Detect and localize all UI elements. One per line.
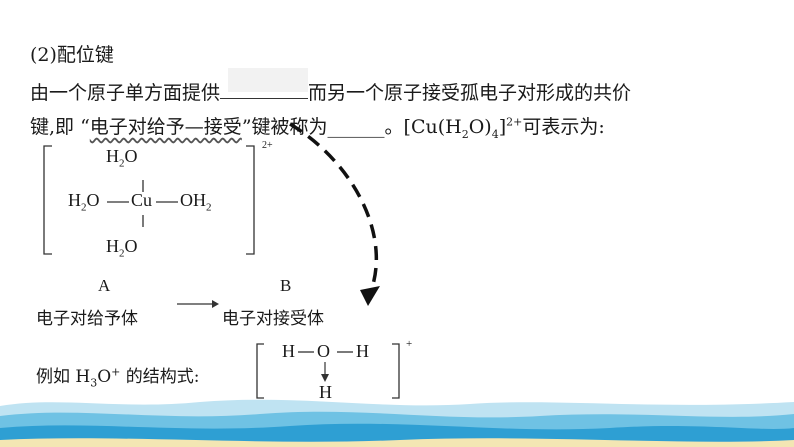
hydronium-o: O (317, 341, 330, 361)
formula-sub-2: 4 (491, 127, 499, 141)
label-b: B (280, 276, 292, 295)
central-atom: Cu (131, 190, 153, 210)
complex-brackets (43, 145, 255, 255)
section-heading: (2)配位键 (30, 44, 114, 66)
ligand-left: H2O (68, 190, 100, 214)
hydronium-h-right: H (356, 341, 369, 361)
answer-blank-2[interactable]: ______ (327, 116, 385, 138)
line1-text-a: 由一个原子单方面提供 (30, 82, 221, 104)
answer-blank-1[interactable] (220, 68, 309, 99)
line2-text-e: ] (498, 116, 507, 138)
line1-text-b: 而另一个原子接受孤电子对形成的共价 (308, 82, 632, 104)
hydronium-h-bottom: H (319, 382, 332, 402)
acceptor-label: 电子对接受体 (222, 309, 324, 329)
paragraph-line-2: 键,即 “电子对给予—接受”键被称为______。[Cu(H2O)4]2+可表示… (30, 112, 605, 141)
sea-wave-decoration (0, 399, 794, 447)
formula-sub-1: 2 (461, 127, 469, 141)
hydronium-charge: + (406, 338, 413, 350)
ligand-bottom: H2O (106, 236, 138, 260)
hydronium-h-left: H (282, 341, 295, 361)
paragraph-line-1: 由一个原子单方面提供 而另一个原子接受孤电子对形成的共价 (30, 68, 632, 105)
complex-charge: 2+ (262, 140, 273, 151)
line2-text-a: 键,即 “ (30, 116, 90, 138)
hydronium-structure (256, 343, 400, 399)
line2-text-f: 可表示为: (522, 116, 605, 138)
dative-bond-term: 电子对给予—接受 (89, 116, 242, 138)
ligand-right: OH2 (180, 190, 212, 214)
example-text: 例如 H3O+ 的结构式: (36, 365, 200, 390)
donor-label: 电子对给予体 (36, 309, 138, 329)
formula-charge: 2+ (506, 115, 523, 129)
line2-text-c: 。[Cu(H (384, 116, 462, 138)
arrow-right-icon (177, 300, 219, 308)
label-a: A (98, 276, 111, 295)
line2-text-d: O) (468, 116, 492, 138)
ligand-top: H2O (106, 146, 138, 170)
dashed-curve-arrow (289, 122, 380, 306)
line2-text-b: ”键被称为 (241, 116, 328, 138)
